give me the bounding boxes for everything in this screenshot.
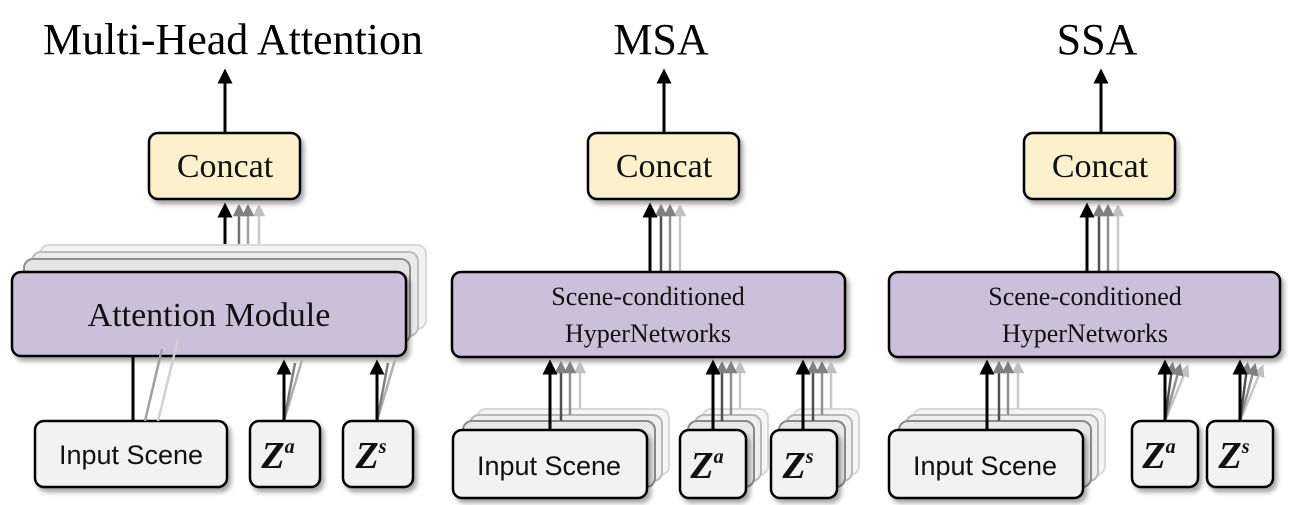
module-label: Attention Module <box>88 297 331 334</box>
input-scene-label: Input Scene <box>913 451 1057 481</box>
concat-box <box>147 131 302 201</box>
panel-msa: MSA Concat Scene-conditioned HyperNetwor… <box>450 15 860 500</box>
z-s-label: Zs <box>1217 435 1249 477</box>
module-label-line-1: Scene-conditioned <box>551 282 745 311</box>
z-a-label: Za <box>689 445 723 487</box>
concat-box <box>586 131 741 201</box>
attention-module-box <box>10 270 408 358</box>
panel-title: MSA <box>613 15 709 64</box>
module-label-line-2: HyperNetworks <box>565 319 731 348</box>
concat-label: Concat <box>616 148 713 185</box>
concat-label: Concat <box>177 148 274 185</box>
z-a-label: Za <box>1141 435 1175 477</box>
panel-title: Multi-Head Attention <box>43 15 423 64</box>
panel-title: SSA <box>1057 15 1138 64</box>
input-line <box>156 338 180 422</box>
input-line <box>143 348 164 422</box>
z-s-label: Zs <box>781 445 813 487</box>
panel-multi-head-attention: Multi-Head Attention Concat Attention Mo… <box>10 15 427 489</box>
hypernetworks-box <box>887 270 1282 359</box>
concat-box <box>1022 131 1177 201</box>
concat-label: Concat <box>1052 148 1149 185</box>
hypernetworks-box <box>450 270 847 359</box>
module-label-line-2: HyperNetworks <box>1002 319 1168 348</box>
input-scene-box <box>33 419 229 489</box>
z-a-label: Za <box>260 435 294 477</box>
z-a-line <box>282 362 297 422</box>
z-s-label: Zs <box>354 435 386 477</box>
panel-ssa: SSA Concat Scene-conditioned HyperNetwor… <box>887 15 1282 500</box>
module-label-line-1: Scene-conditioned <box>988 282 1182 311</box>
input-scene-label: Input Scene <box>59 440 203 470</box>
input-scene-label: Input Scene <box>477 451 621 481</box>
z-s-line <box>375 362 390 422</box>
